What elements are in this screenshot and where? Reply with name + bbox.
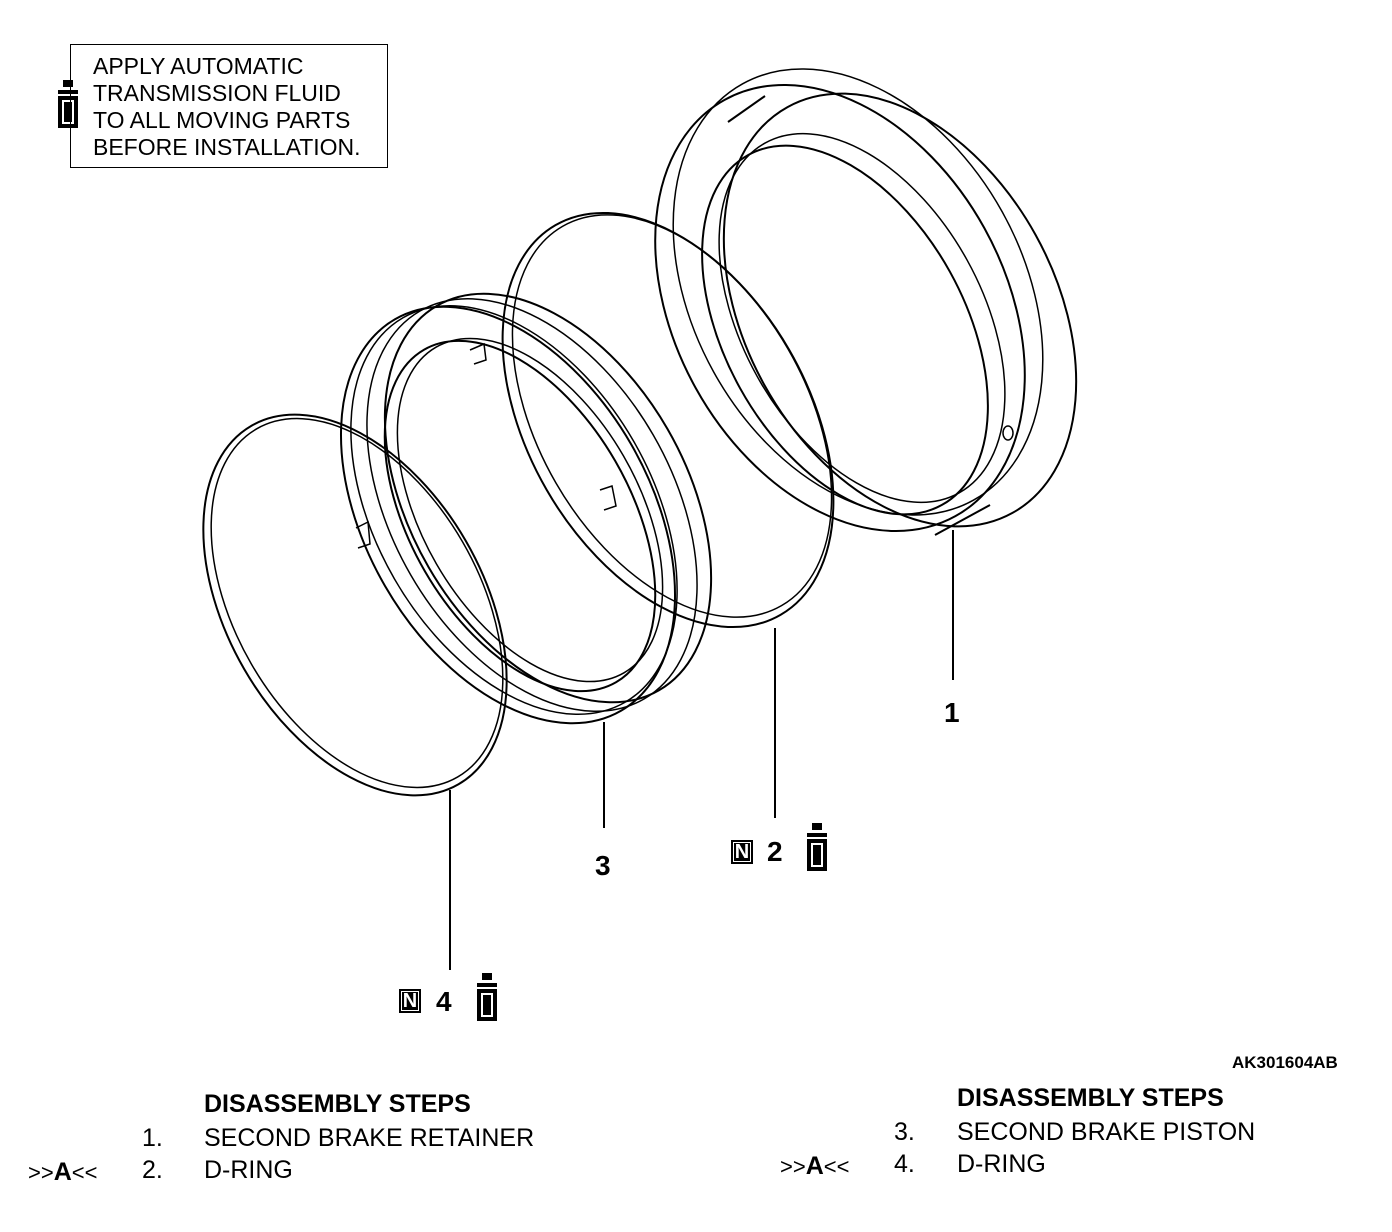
note-box: APPLY AUTOMATIC TRANSMISSION FLUID TO AL… bbox=[70, 44, 388, 168]
reference-arrow-a: >>A<< bbox=[28, 1158, 98, 1186]
callout-1: 1 bbox=[944, 697, 960, 728]
figure-code: AK301604AB bbox=[1232, 1053, 1338, 1072]
new-part-mark: N bbox=[731, 840, 753, 864]
step-number: 3. bbox=[894, 1118, 915, 1146]
part-2-d-ring bbox=[501, 211, 835, 629]
oil-bottle-icon bbox=[807, 823, 827, 871]
step-label: SECOND BRAKE RETAINER bbox=[204, 1124, 535, 1152]
callout-3: 3 bbox=[595, 850, 611, 881]
step-number: 2. bbox=[142, 1156, 163, 1184]
steps-title: DISASSEMBLY STEPS bbox=[957, 1084, 1224, 1112]
note-line: TRANSMISSION FLUID bbox=[93, 80, 341, 106]
reference-arrow-a: >>A<< bbox=[780, 1152, 850, 1180]
part-4-d-ring bbox=[202, 413, 508, 797]
note-line: APPLY AUTOMATIC bbox=[93, 53, 304, 79]
step-label: D-RING bbox=[204, 1156, 293, 1184]
leader-lines bbox=[449, 530, 954, 970]
note-line: TO ALL MOVING PARTS bbox=[93, 107, 351, 133]
part-3-second-brake-piston bbox=[339, 292, 713, 725]
oil-bottle-icon bbox=[477, 973, 497, 1021]
step-number: 1. bbox=[142, 1124, 163, 1152]
callout-4: 4 bbox=[436, 986, 452, 1017]
callout-2: 2 bbox=[767, 836, 783, 867]
step-label: D-RING bbox=[957, 1150, 1046, 1178]
oil-bottle-icon bbox=[58, 80, 78, 128]
step-number: 4. bbox=[894, 1150, 915, 1178]
note-line: BEFORE INSTALLATION. bbox=[93, 134, 361, 160]
step-label: SECOND BRAKE PISTON bbox=[957, 1118, 1256, 1146]
new-part-mark: N bbox=[399, 989, 421, 1013]
part-1-second-brake-retainer bbox=[654, 68, 1078, 536]
steps-title: DISASSEMBLY STEPS bbox=[204, 1090, 471, 1118]
